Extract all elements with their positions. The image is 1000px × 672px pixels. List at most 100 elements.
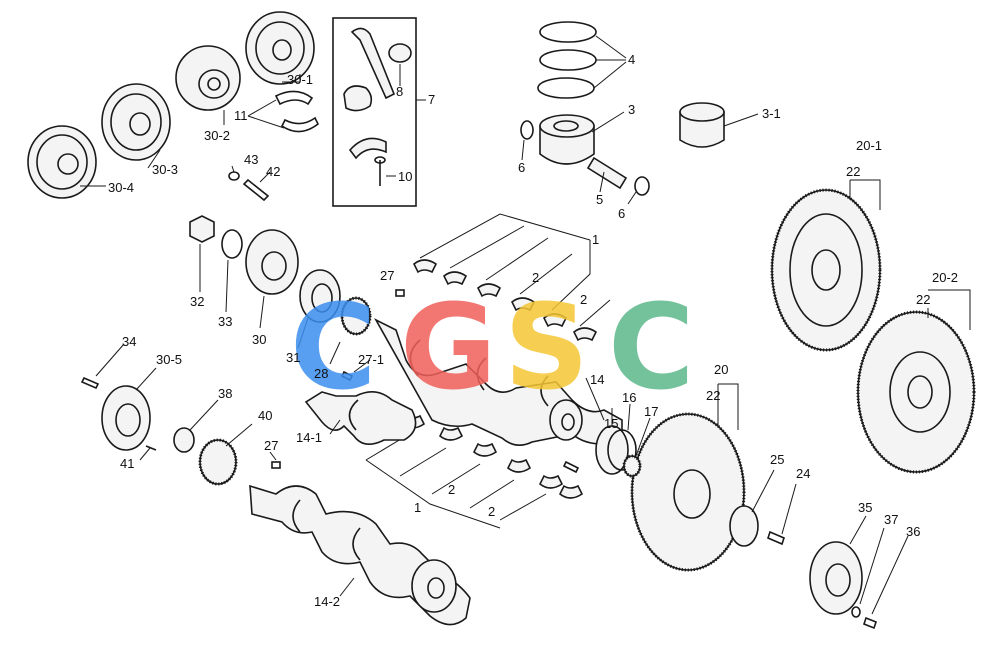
callout-3-1: 3-1 (762, 106, 781, 121)
callout-2-bottom-left: 2 (448, 482, 455, 497)
callout-2-top-left: 2 (532, 270, 539, 285)
callout-35: 35 (858, 500, 872, 515)
callout-1-top: 1 (592, 232, 599, 247)
lower-bearing-leader-lines (365, 435, 547, 529)
main-bearings-upper (412, 259, 598, 342)
key-27-top (395, 289, 405, 297)
key-27-rear (562, 460, 580, 474)
callout-16: 16 (622, 390, 636, 405)
callout-38: 38 (218, 386, 232, 401)
pulley-30-5 (101, 367, 157, 451)
callout-36: 36 (906, 524, 920, 539)
callout-14-2: 14-2 (314, 594, 340, 609)
bearing-shells-11 (274, 90, 320, 133)
bolt-34 (80, 343, 125, 390)
piston-pin-5 (586, 156, 628, 193)
bolt-36 (863, 535, 909, 630)
callout-6-left: 6 (518, 160, 525, 175)
callout-labels: 30-1 30-2 30-3 30-4 11 43 42 8 7 10 4 3 … (108, 52, 958, 609)
flywheel-20 (630, 383, 746, 572)
callout-2-bottom-right: 2 (488, 504, 495, 519)
callout-2-top-right: 2 (580, 292, 587, 307)
callout-8: 8 (396, 84, 403, 99)
callout-22-b: 22 (916, 292, 930, 307)
callout-3: 3 (628, 102, 635, 117)
watermark-letter-c2: C (608, 278, 695, 416)
flywheel-20-1 (770, 179, 882, 352)
pulley-30-3 (101, 83, 171, 161)
callout-20: 20 (714, 362, 728, 377)
callout-40: 40 (258, 408, 272, 423)
callout-33: 33 (218, 314, 232, 329)
callout-27-top: 27 (380, 268, 394, 283)
callout-31: 31 (286, 350, 300, 365)
callout-4: 4 (628, 52, 635, 67)
callout-5: 5 (596, 192, 603, 207)
bearing-16 (607, 403, 637, 471)
washer-37 (851, 527, 885, 618)
callout-14: 14 (590, 372, 604, 387)
callout-1-bottom: 1 (414, 500, 421, 515)
bolt-42-washer-43 (228, 171, 270, 202)
callout-6-right: 6 (618, 206, 625, 221)
flywheel-20-2 (856, 289, 976, 474)
connecting-rod-box-7 (332, 17, 426, 207)
callout-32: 32 (190, 294, 204, 309)
bushing-38 (173, 399, 219, 453)
crankshaft-14-1 (304, 391, 417, 445)
seal-15 (595, 408, 629, 475)
callout-41: 41 (120, 456, 134, 471)
callout-37: 37 (884, 512, 898, 527)
plate-25 (729, 469, 775, 547)
key-27-bottom (269, 451, 281, 469)
snap-ring-6-left (520, 120, 534, 161)
callout-25: 25 (770, 452, 784, 467)
watermark-letter-g: G (400, 278, 497, 416)
callout-14-1: 14-1 (296, 430, 322, 445)
hub-30-2 (175, 45, 241, 111)
piston-rings-4 (537, 21, 627, 99)
seal-31 (297, 269, 341, 349)
callout-30-3: 30-3 (152, 162, 178, 177)
pulley-30 (245, 229, 299, 329)
pulley-35 (809, 515, 867, 615)
callout-27-1: 27-1 (358, 352, 384, 367)
gear-28 (329, 296, 372, 365)
bolt-24 (767, 483, 797, 546)
callout-42: 42 (266, 164, 280, 179)
callout-22-c: 22 (706, 388, 720, 403)
callout-30-1: 30-1 (287, 72, 313, 87)
callout-17: 17 (644, 404, 658, 419)
callout-30: 30 (252, 332, 266, 347)
callout-10: 10 (398, 169, 412, 184)
snap-ring-6-right (627, 176, 650, 205)
callout-30-2: 30-2 (204, 128, 230, 143)
pulley-30-4 (27, 125, 97, 199)
callout-43: 43 (244, 152, 258, 167)
callout-28: 28 (314, 366, 328, 381)
watermark-letter-s: S (504, 278, 589, 416)
washer-33 (221, 229, 243, 313)
callout-27-bottom: 27 (264, 438, 278, 453)
callout-30-4: 30-4 (108, 180, 134, 195)
upper-bearing-leader-lines (419, 213, 611, 327)
piston-3 (539, 111, 625, 165)
gear-40 (198, 423, 253, 486)
nut-32 (189, 215, 215, 292)
watermark-letter-c1: C (290, 278, 377, 416)
callout-30-5: 30-5 (156, 352, 182, 367)
bearing-17 (622, 417, 651, 478)
pulley-leader-lines (80, 74, 301, 187)
callout-34: 34 (122, 334, 136, 349)
piston-3-1 (679, 102, 759, 148)
callout-11: 11 (234, 108, 248, 123)
callout-22-a: 22 (846, 164, 860, 179)
key-27-1 (340, 359, 371, 382)
watermark-logo: C G S C (290, 278, 695, 416)
pin-41 (139, 445, 157, 461)
crankshaft-14 (374, 318, 623, 446)
callout-20-1: 20-1 (856, 138, 882, 153)
crankshaft-14-2 (249, 484, 471, 626)
callout-15: 15 (604, 416, 618, 431)
